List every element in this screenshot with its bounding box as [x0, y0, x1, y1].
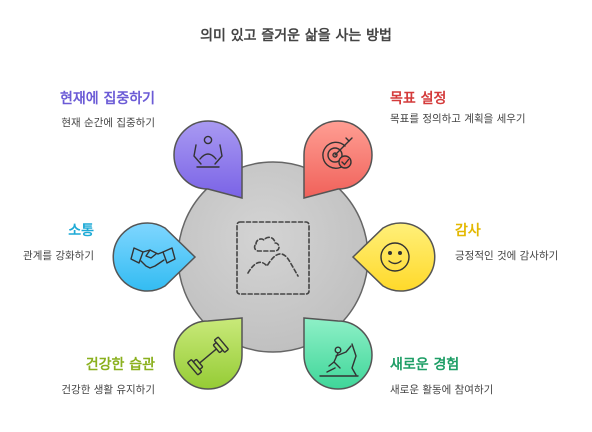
- label-thanks: 감사: [455, 223, 481, 239]
- desc-health: 건강한 생활 유지하기: [61, 384, 155, 396]
- petal-health: [173, 317, 243, 390]
- label-goal: 목표 설정: [390, 91, 447, 107]
- smile-icon: [380, 242, 410, 272]
- desc-goal: 목표를 정의하고 계획을 세우기: [390, 113, 526, 125]
- diagram-title: 의미 있고 즐거운 삶을 사는 방법: [200, 28, 392, 44]
- petal-present: [173, 120, 243, 199]
- climbing-icon: [319, 343, 359, 377]
- target-icon: [322, 137, 353, 169]
- dumbbell-icon: [187, 336, 229, 376]
- label-health: 건강한 습관: [85, 357, 155, 373]
- handshake-icon: [130, 247, 176, 269]
- meditation-icon: [193, 135, 223, 168]
- petal-goal: [303, 120, 373, 199]
- image-icon: [236, 221, 310, 295]
- desc-present: 현재 순간에 집중하기: [61, 117, 155, 129]
- petal-thanks: [351, 222, 436, 292]
- desc-comm: 관계를 강화하기: [23, 250, 94, 262]
- label-present: 현재에 집중하기: [59, 91, 155, 107]
- desc-newexp: 새로운 활동에 참여하기: [390, 384, 494, 396]
- petal-comm: [112, 222, 197, 292]
- label-newexp: 새로운 경험: [390, 357, 460, 373]
- desc-thanks: 긍정적인 것에 감사하기: [455, 250, 559, 262]
- label-comm: 소통: [68, 223, 94, 239]
